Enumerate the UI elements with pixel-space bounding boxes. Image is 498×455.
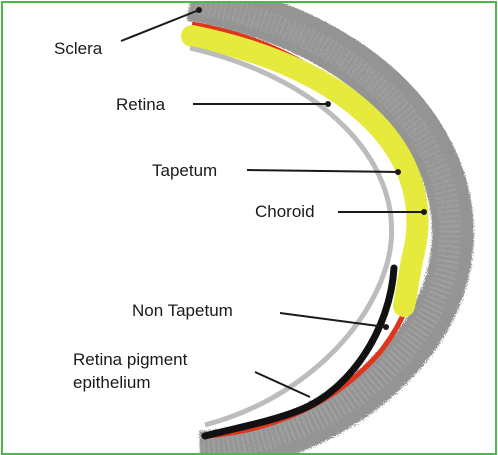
label-rpe-line2: epithelium <box>73 372 151 394</box>
non-tapetum-dot <box>383 324 389 330</box>
choroid-dot <box>421 209 427 215</box>
label-choroid: Choroid <box>255 201 315 223</box>
label-retina: Retina <box>116 94 165 116</box>
non-tapetum-leader <box>280 313 386 327</box>
sclera-dot <box>196 7 202 13</box>
retina-dot <box>325 101 331 107</box>
tapetum-dot <box>395 169 401 175</box>
label-non-tapetum: Non Tapetum <box>132 300 233 322</box>
label-sclera: Sclera <box>54 38 102 60</box>
label-rpe-line1: Retina pigment <box>73 349 187 371</box>
label-tapetum: Tapetum <box>152 160 217 182</box>
